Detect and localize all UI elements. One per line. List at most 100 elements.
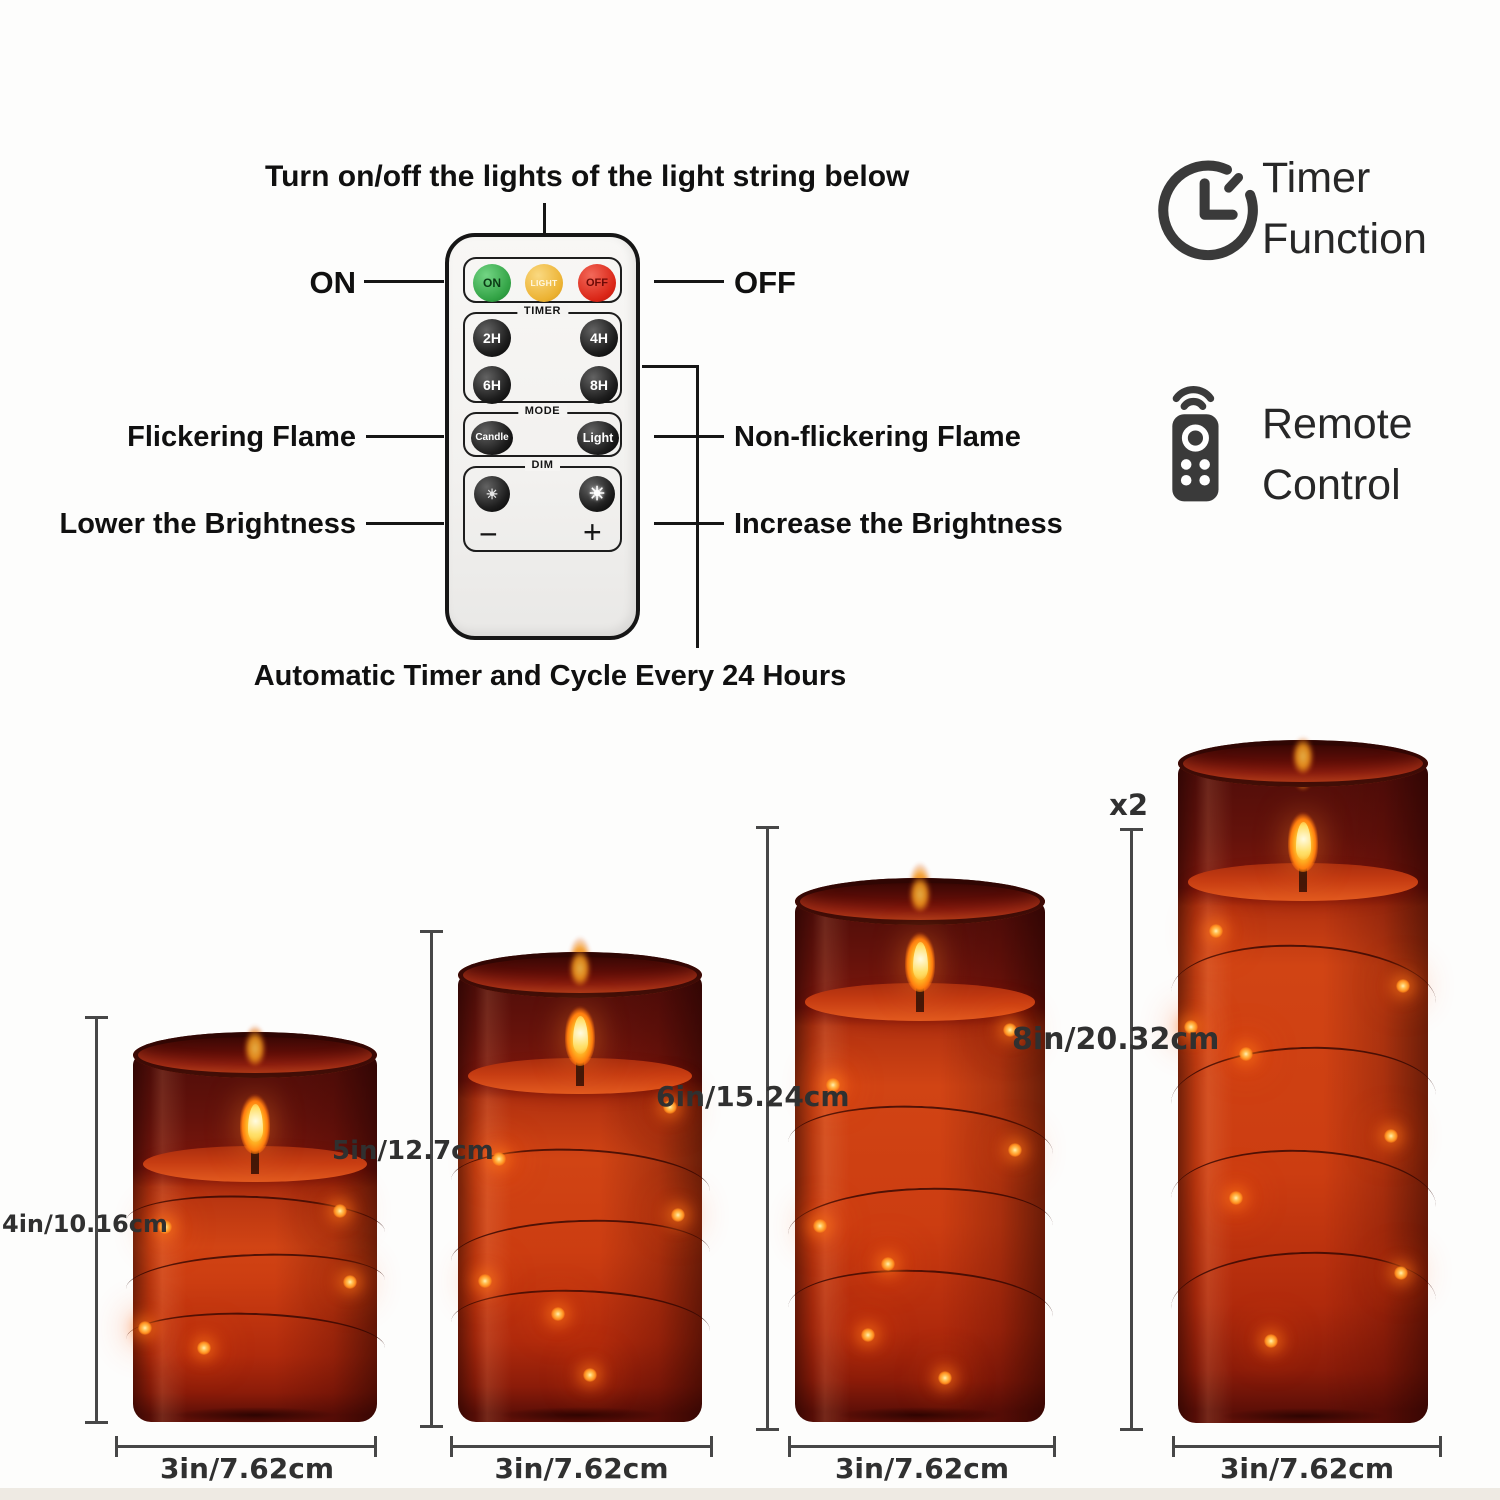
line-on (364, 280, 444, 283)
led-dot (477, 1274, 492, 1288)
candle-5in (449, 926, 711, 1426)
remote-control-diagram: ON LIGHT OFF TIMER 2H 4H 6H 8H MODE Cand… (445, 233, 640, 640)
timer-6h-button: 6H (473, 366, 511, 404)
height-line-4in (85, 1016, 108, 1424)
candle-6in (785, 852, 1055, 1426)
flame (905, 914, 935, 992)
led-dot (582, 1368, 597, 1382)
callout-on: ON (309, 265, 357, 300)
width-line-4 (1172, 1436, 1442, 1457)
wick (576, 1060, 584, 1086)
led-dot (1183, 1019, 1198, 1034)
timer-button-group: TIMER 2H 4H 6H 8H (463, 305, 622, 404)
feature-timer-function: Timer Function (1262, 154, 1427, 264)
led-dot (196, 1340, 211, 1355)
led-dot (551, 1306, 566, 1321)
line-lower (366, 522, 444, 525)
width-label-4: 3in/7.62cm (1219, 1452, 1395, 1485)
led-dot (670, 1208, 685, 1223)
wick (251, 1148, 259, 1174)
width-line-3 (788, 1436, 1056, 1457)
flame-reflection (243, 1020, 267, 1066)
flame (1288, 794, 1318, 872)
line-timer-stub (642, 365, 697, 368)
line-nonflicker (654, 435, 724, 438)
mode-light-button: Light (577, 421, 619, 455)
feature-remote-control: Remote Control (1262, 400, 1413, 510)
candle-4in (124, 1014, 386, 1426)
led-dot (1008, 1143, 1022, 1157)
string-lights (795, 878, 1045, 1422)
line-increase (654, 522, 724, 525)
led-dot (492, 1151, 507, 1166)
callout-flickering-flame: Flickering Flame (127, 421, 356, 453)
mode-button-group: MODE Candle Light (463, 405, 622, 457)
timer-4h-button: 4H (580, 319, 618, 357)
timer-2h-button: 2H (473, 319, 511, 357)
dim-plus-sign: + (583, 514, 602, 550)
height-line-6in (756, 826, 779, 1431)
led-dot (880, 1257, 895, 1272)
width-label-2: 3in/7.62cm (494, 1452, 669, 1485)
led-dot (663, 1100, 678, 1115)
led-dot (1396, 978, 1410, 993)
callout-auto-timer: Automatic Timer and Cycle Every 24 Hours (253, 660, 847, 692)
flame-reflection (1291, 728, 1315, 774)
flame (565, 988, 595, 1066)
led-dot (1003, 1023, 1017, 1038)
string-lights (133, 1032, 377, 1422)
clock-icon (1158, 160, 1258, 261)
dim-group-label: DIM (524, 459, 561, 471)
callout-increase-brightness: Increase the Brightness (734, 508, 1063, 540)
timer-group-label: TIMER (516, 305, 569, 317)
led-dot (938, 1371, 952, 1386)
width-label-3: 3in/7.62cm (834, 1452, 1010, 1485)
callout-off: OFF (734, 265, 796, 300)
power-button-group: ON LIGHT OFF (463, 257, 622, 303)
width-line-1 (115, 1436, 377, 1457)
line-timer-vertical (696, 365, 699, 648)
led-dot (343, 1274, 358, 1289)
led-dot (1383, 1129, 1398, 1144)
led-dot (1208, 924, 1223, 939)
dim-high-sun-icon: ☀ (579, 476, 615, 512)
callout-lower-brightness: Lower the Brightness (59, 508, 357, 540)
candle-8in (1168, 728, 1438, 1427)
string-lights (1178, 740, 1428, 1423)
mode-group-label: MODE (517, 405, 568, 417)
led-dot (138, 1321, 153, 1336)
dim-button-group: DIM ☀ ☀ − + (463, 459, 622, 552)
quantity-label-x2: x2 (1109, 788, 1148, 822)
dim-low-sun-icon: ☀ (474, 476, 510, 512)
flame-reflection (568, 940, 592, 986)
led-dot (333, 1204, 348, 1219)
line-flicker (366, 435, 444, 438)
width-label-1: 3in/7.62cm (159, 1452, 335, 1485)
led-dot (1228, 1190, 1243, 1205)
string-lights (458, 952, 702, 1422)
led-dot (1263, 1334, 1278, 1349)
height-line-8in (1120, 828, 1143, 1431)
background-floor-strip (0, 1488, 1500, 1500)
led-dot (1238, 1047, 1253, 1062)
led-dot (1393, 1265, 1408, 1280)
width-line-2 (450, 1436, 713, 1457)
led-dot (860, 1327, 875, 1342)
flame (240, 1076, 270, 1154)
timer-8h-button: 8H (580, 366, 618, 404)
remote-off-button: OFF (578, 264, 616, 302)
caption-pointer-line (543, 203, 546, 241)
top-caption: Turn on/off the lights of the light stri… (265, 160, 910, 193)
led-dot (813, 1219, 827, 1234)
wick (916, 986, 924, 1012)
remote-light-button: LIGHT (525, 264, 563, 302)
mode-candle-button: Candle (471, 421, 513, 455)
dim-minus-sign: − (479, 516, 498, 552)
led-dot (825, 1077, 840, 1092)
wick (1299, 866, 1307, 892)
remote-icon (1172, 386, 1219, 502)
line-off (654, 280, 724, 283)
remote-on-button: ON (473, 264, 511, 302)
callout-non-flickering-flame: Non-flickering Flame (734, 421, 1021, 453)
flame-reflection (908, 866, 932, 912)
